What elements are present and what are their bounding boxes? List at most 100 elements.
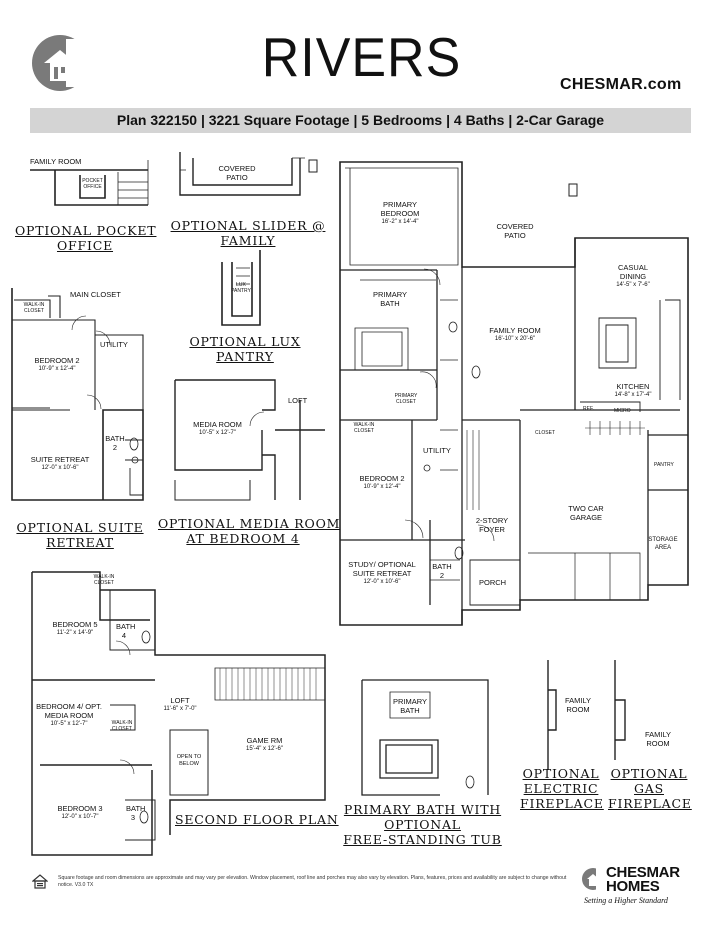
label-casual-dining: CASUAL DINING 14'-5" x 7'-6" — [608, 263, 658, 290]
label-loft: LOFT — [288, 396, 308, 405]
label-bath-4: BATH 4 — [116, 622, 136, 640]
tagline: Setting a Higher Standard — [584, 896, 668, 905]
room-dim: 11'-6" x 7'-0" — [163, 706, 197, 712]
room-dim: 14'-5" x 7'-6" — [616, 282, 650, 288]
label-foyer: 2-STORY FOYER — [475, 516, 509, 534]
label-porch: PORCH — [479, 578, 507, 587]
room-name: MEDIA ROOM — [193, 420, 242, 429]
plan-summary-band: Plan 322150 | 3221 Square Footage | 5 Be… — [30, 108, 691, 133]
room-name: BEDROOM 3 — [57, 804, 103, 813]
label-utility-main: UTILITY — [423, 446, 451, 455]
caption-line: OFFICE — [56, 238, 114, 253]
caption-line: FIREPLACE — [608, 796, 692, 811]
label-two-car-garage: TWO CAR GARAGE — [568, 504, 604, 522]
label-pantry: PANTRY — [654, 462, 674, 468]
caption-line: OPTIONAL LUX — [189, 334, 301, 349]
room-name: STUDY/ OPTIONAL SUITE RETREAT — [348, 560, 416, 578]
label-walk-in-closet-2f: WALK-IN CLOSET — [93, 574, 115, 586]
room-name: SUITE RETREAT — [30, 455, 90, 464]
caption-line: RETREAT — [46, 535, 114, 550]
label-bath-3: BATH 3 — [126, 804, 146, 822]
label-media-room: MEDIA ROOM 10'-5" x 12'-7" — [180, 420, 255, 438]
label-lux-pantry: LUX PANTRY — [231, 282, 251, 294]
label-bedroom-4: BEDROOM 4/ OPT. MEDIA ROOM 10'-5" x 12'-… — [36, 702, 102, 729]
label-bedroom-3: BEDROOM 3 12'-0" x 10'-7" — [50, 804, 110, 822]
label-study: STUDY/ OPTIONAL SUITE RETREAT 12'-0" x 1… — [346, 560, 418, 587]
room-number: 2 — [112, 443, 118, 452]
label-bedroom-2: BEDROOM 2 10'-9" x 12'-4" — [22, 356, 92, 374]
room-dim: 11'-2" x 14'-9" — [56, 630, 94, 636]
room-name: BATH — [105, 434, 125, 443]
room-dim: 10'-5" x 12'-7" — [199, 430, 236, 436]
room-dim: 14'-8" x 17'-4" — [614, 392, 652, 398]
site-url[interactable]: CHESMAR.com — [560, 76, 682, 93]
room-dim: 16'-10" x 20'-6" — [494, 336, 536, 342]
room-name: CASUAL DINING — [617, 263, 648, 281]
label-primary-closet: PRIMARY CLOSET — [394, 393, 418, 405]
room-dim: 12'-0" x 10'-6" — [41, 465, 79, 471]
caption-optional-slider: OPTIONAL SLIDER @ FAMILY — [168, 218, 328, 248]
label-family-room-main: FAMILY ROOM 16'-10" x 20'-6" — [480, 326, 550, 344]
equal-housing-icon — [32, 874, 48, 890]
label-suite-retreat: SUITE RETREAT 12'-0" x 10'-6" — [20, 455, 100, 473]
label-covered-patio-main: COVERED PATIO — [496, 222, 534, 240]
label-family-room-gas: FAMILY ROOM — [644, 730, 672, 748]
caption-line: FAMILY — [220, 233, 276, 248]
chesmar-homes-logo-icon — [582, 866, 604, 892]
label-family-room-electric: FAMILY ROOM — [564, 696, 592, 714]
caption-line: AT BEDROOM 4 — [186, 531, 300, 546]
label-walk-in-closet: WALK-IN CLOSET — [23, 302, 45, 314]
caption-electric-fireplace: OPTIONAL ELECTRIC FIREPLACE — [520, 766, 604, 811]
label-bath: BATH 2 — [105, 434, 125, 452]
label-open-to-below: OPEN TO BELOW — [176, 754, 202, 767]
logo-line: CHESMAR — [606, 864, 680, 881]
caption-optional-media-room: OPTIONAL MEDIA ROOM AT BEDROOM 4 — [158, 516, 341, 546]
caption-optional-lux-pantry: OPTIONAL LUX PANTRY — [185, 334, 305, 364]
caption-line: FREE-STANDING TUB — [343, 832, 502, 847]
page-title: RIVERS — [261, 27, 462, 89]
label-primary-bedroom: PRIMARY BEDROOM 16'-2" x 14'-4" — [368, 200, 432, 227]
label-bedroom-2-main: BEDROOM 2 10'-9" x 12'-4" — [352, 474, 412, 492]
caption-line: OPTIONAL SUITE — [16, 520, 144, 535]
caption-line: OPTIONAL SLIDER @ — [170, 218, 326, 233]
caption-line: OPTIONAL MEDIA ROOM — [158, 516, 341, 531]
label-primary-bath-opt: PRIMARY BATH — [392, 697, 428, 715]
label-primary-bath: PRIMARY BATH — [372, 290, 408, 308]
label-pocket-office: POCKET OFFICE — [82, 178, 103, 190]
room-name: BEDROOM 2 — [34, 356, 80, 365]
room-name: BEDROOM 5 — [52, 620, 98, 629]
caption-line: OPTIONAL POCKET — [15, 223, 157, 238]
room-dim: 10'-5" x 12'-7" — [50, 721, 88, 727]
caption-line: GAS — [634, 781, 664, 796]
room-name: KITCHEN — [616, 382, 650, 391]
room-name: GAME RM — [246, 736, 283, 745]
caption-line: ELECTRIC — [523, 781, 599, 796]
room-name: BEDROOM 4/ OPT. MEDIA ROOM — [36, 702, 102, 720]
caption-second-floor-plan: SECOND FLOOR PLAN — [175, 812, 339, 827]
label-game-room: GAME RM 15'-4" x 12'-6" — [237, 736, 292, 754]
disclaimer-text: Square footage and room dimensions are a… — [58, 875, 567, 888]
brand-logo-icon — [30, 33, 90, 93]
room-name: LOFT — [170, 696, 190, 705]
label-walk-in-closet-main: WALK-IN CLOSET — [353, 422, 375, 434]
room-dim: 12'-0" x 10'-6" — [363, 579, 401, 585]
caption-line: PRIMARY BATH WITH — [343, 802, 502, 817]
label-walk-in-closet-2f-b: WALK-IN CLOSET — [111, 720, 133, 732]
caption-optional-suite-retreat: OPTIONAL SUITE RETREAT — [10, 520, 150, 550]
label-utility: UTILITY — [100, 340, 128, 349]
logo-line: HOMES — [606, 878, 660, 895]
label-closet: CLOSET — [535, 430, 556, 436]
caption-gas-fireplace: OPTIONAL GAS FIREPLACE — [608, 766, 692, 811]
room-dim: 16'-2" x 14'-4" — [381, 219, 419, 225]
caption-optional-pocket-office: OPTIONAL POCKET OFFICE — [15, 223, 157, 253]
label-bedroom-5: BEDROOM 5 11'-2" x 14'-9" — [45, 620, 105, 638]
label-micro: MICRO — [614, 408, 631, 414]
caption-primary-bath-tub: PRIMARY BATH WITH OPTIONAL FREE-STANDING… — [340, 802, 505, 847]
caption-line: FIREPLACE — [520, 796, 604, 811]
label-kitchen: KITCHEN 14'-8" x 17'-4" — [608, 382, 658, 400]
room-dim: 10'-9" x 12'-4" — [363, 484, 401, 490]
label-main-closet: MAIN CLOSET — [70, 290, 121, 299]
label-storage-area: STORAGE AREA — [648, 537, 678, 551]
caption-line: OPTIONAL — [610, 766, 688, 781]
